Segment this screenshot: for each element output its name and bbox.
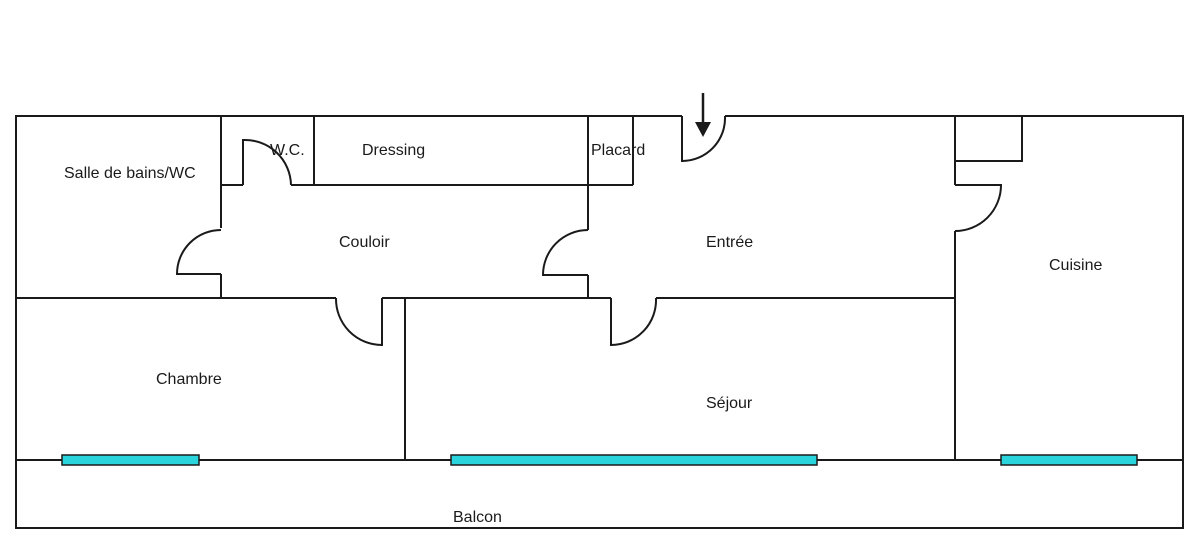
window-chambre [61,454,200,466]
label-cuisine: Cuisine [1049,257,1102,274]
interior-walls [16,116,1183,461]
label-salle-de-bains: Salle de bains/WC [64,165,196,182]
window-cuisine [1000,454,1138,466]
door-bathroom [175,229,222,275]
label-couloir: Couloir [339,234,390,251]
arrow-down-icon [695,93,711,137]
outer-walls [15,115,1184,529]
window-sejour [450,454,818,466]
door-chambre [334,297,383,347]
label-placard: Placard [591,142,645,159]
label-chambre: Chambre [156,371,222,388]
windows [61,454,1138,466]
label-wc: W.C. [270,142,305,159]
label-dressing: Dressing [362,142,425,159]
door-sejour [610,297,658,347]
door-front [681,115,727,163]
doors [175,115,1003,347]
door-cuisine [954,184,1003,232]
label-sejour: Séjour [706,395,753,412]
label-entree: Entrée [706,234,753,251]
door-wc [242,138,292,186]
label-balcon: Balcon [453,509,502,526]
door-entree [541,229,589,276]
room-labels: Salle de bains/WC W.C. Dressing Placard … [64,142,1102,526]
